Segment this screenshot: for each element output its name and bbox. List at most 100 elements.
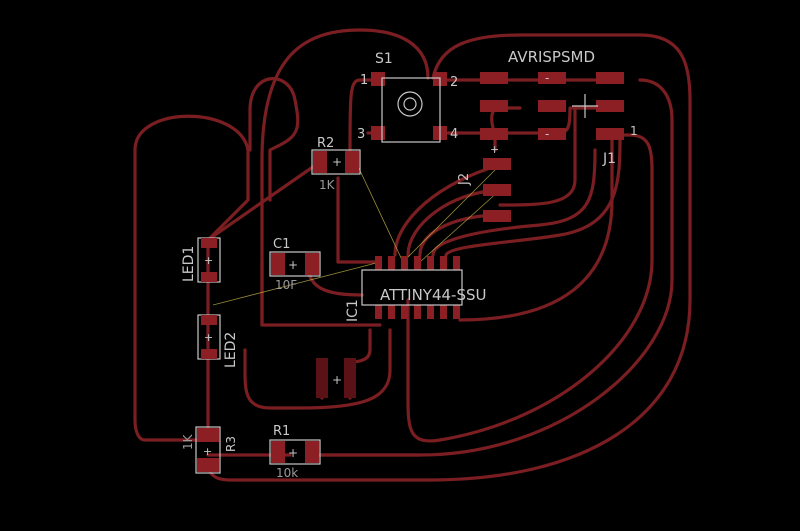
ic1-pads-bottom xyxy=(375,305,460,319)
r2-pad-right[interactable] xyxy=(345,151,359,173)
r1-pad-left[interactable] xyxy=(271,441,285,463)
ic1-pad[interactable] xyxy=(375,305,382,319)
avrispsmd-header[interactable]: AVRISPSMD - - J1 1 xyxy=(480,48,638,167)
s1-pin1-label: 1 xyxy=(360,73,368,88)
r1-pad-right[interactable] xyxy=(305,441,319,463)
s1-pin3-label: 3 xyxy=(357,127,365,142)
r1-value: 10k xyxy=(276,466,298,480)
ic1-pad[interactable] xyxy=(414,256,421,270)
r3-outline xyxy=(195,426,221,474)
j2-connector[interactable]: + J2 xyxy=(457,143,511,222)
airwire xyxy=(419,189,501,263)
ic1-pad[interactable] xyxy=(414,305,421,319)
c1-pad-right[interactable] xyxy=(305,253,319,275)
c1-outline xyxy=(269,251,321,277)
s1-button-inner xyxy=(403,97,417,111)
airwire xyxy=(212,261,381,306)
trace-j1-mid xyxy=(458,133,614,322)
avr-pad[interactable] xyxy=(596,72,624,84)
r3-pad-bottom[interactable] xyxy=(197,458,219,472)
j2-pad[interactable] xyxy=(483,158,511,170)
cap-pad-right[interactable] xyxy=(344,358,356,398)
trace-right-outer-loop xyxy=(206,33,692,482)
led2-pad-top[interactable] xyxy=(201,315,217,325)
trace-s1-p1 xyxy=(348,78,377,152)
r3-plus: + xyxy=(203,445,212,458)
ic1-name: IC1 xyxy=(345,299,361,322)
r3-pad-top[interactable] xyxy=(197,428,219,442)
led2-plus: + xyxy=(204,331,213,344)
r1-resistor[interactable]: + R1 10k xyxy=(269,424,321,480)
r2-pad-left[interactable] xyxy=(313,151,327,173)
led1-pad-top[interactable] xyxy=(201,238,217,248)
bottom-capacitor[interactable]: + xyxy=(316,358,356,398)
trace-left-loop xyxy=(133,114,250,442)
c1-value: 10F xyxy=(275,278,297,292)
trace-avr-5 xyxy=(444,133,622,257)
ic1-attiny44[interactable]: ATTINY44-SSU IC1 xyxy=(345,256,487,322)
copper-traces xyxy=(133,28,692,482)
led1-pad-bottom[interactable] xyxy=(201,272,217,282)
avr-pad[interactable] xyxy=(596,128,624,140)
ic1-pad[interactable] xyxy=(375,256,382,270)
ic1-pad[interactable] xyxy=(440,256,447,270)
ic1-pad[interactable] xyxy=(453,256,460,270)
r2-plus: + xyxy=(332,155,342,169)
ic1-pad[interactable] xyxy=(388,305,395,319)
trace-inner-top-loop xyxy=(248,77,300,202)
s1-pin2-label: 2 xyxy=(450,75,458,90)
trace-avr-1 xyxy=(393,163,502,257)
avr-pad[interactable] xyxy=(596,100,624,112)
j1-name: J1 xyxy=(602,151,616,167)
j2-pad[interactable] xyxy=(483,184,511,196)
avr-name: AVRISPSMD xyxy=(508,48,595,66)
led2[interactable]: + LED2 xyxy=(197,314,239,368)
led1-name: LED1 xyxy=(181,246,197,282)
avr-pad[interactable] xyxy=(538,100,566,112)
ic1-pads-top xyxy=(375,256,460,270)
avr-pad[interactable] xyxy=(538,72,566,84)
ic1-pad[interactable] xyxy=(401,305,408,319)
r1-outline xyxy=(269,439,321,465)
led1[interactable]: + LED1 xyxy=(181,237,221,283)
avr-pad[interactable] xyxy=(480,72,508,84)
c1-pad-left[interactable] xyxy=(271,253,285,275)
trace-r2-down xyxy=(336,176,382,264)
s1-pin4-label: 4 xyxy=(450,127,458,142)
ic1-pad[interactable] xyxy=(440,305,447,319)
r3-resistor[interactable]: + 1K R3 xyxy=(181,426,238,474)
led2-pad-bottom[interactable] xyxy=(201,349,217,359)
avr-pad[interactable] xyxy=(538,128,566,140)
ic1-pad[interactable] xyxy=(401,256,408,270)
r2-name: R2 xyxy=(317,136,334,151)
cap-plus: + xyxy=(332,373,342,387)
ic1-pad[interactable] xyxy=(388,256,395,270)
avr-pad[interactable] xyxy=(480,128,508,140)
c1-capacitor[interactable]: + C1 10F xyxy=(269,237,321,292)
c1-name: C1 xyxy=(273,237,290,252)
ic1-pad[interactable] xyxy=(427,305,434,319)
s1-name: S1 xyxy=(375,51,393,67)
r2-outline xyxy=(311,149,361,175)
avr-minus-mark-2: - xyxy=(545,127,549,141)
trace-j1-down xyxy=(406,133,654,443)
s1-button-circle xyxy=(397,91,423,117)
avr-minus-mark: - xyxy=(545,71,549,85)
s1-pad-1[interactable] xyxy=(371,72,385,86)
avr-pad[interactable] xyxy=(480,100,508,112)
ic1-pad[interactable] xyxy=(427,256,434,270)
airwire xyxy=(354,159,404,263)
r1-name: R1 xyxy=(273,424,290,439)
trace-lower-mid xyxy=(243,328,392,410)
trace-avr-right xyxy=(498,106,577,207)
r2-resistor[interactable]: + R2 1K xyxy=(311,136,361,192)
s1-pad-3[interactable] xyxy=(371,126,385,140)
s1-outline xyxy=(381,77,441,143)
s1-switch[interactable]: S1 1 2 3 4 xyxy=(357,51,458,143)
led2-name: LED2 xyxy=(223,332,239,368)
cap-pad-left[interactable] xyxy=(316,358,328,398)
ic1-pad[interactable] xyxy=(453,305,460,319)
j2-pad[interactable] xyxy=(483,210,511,222)
